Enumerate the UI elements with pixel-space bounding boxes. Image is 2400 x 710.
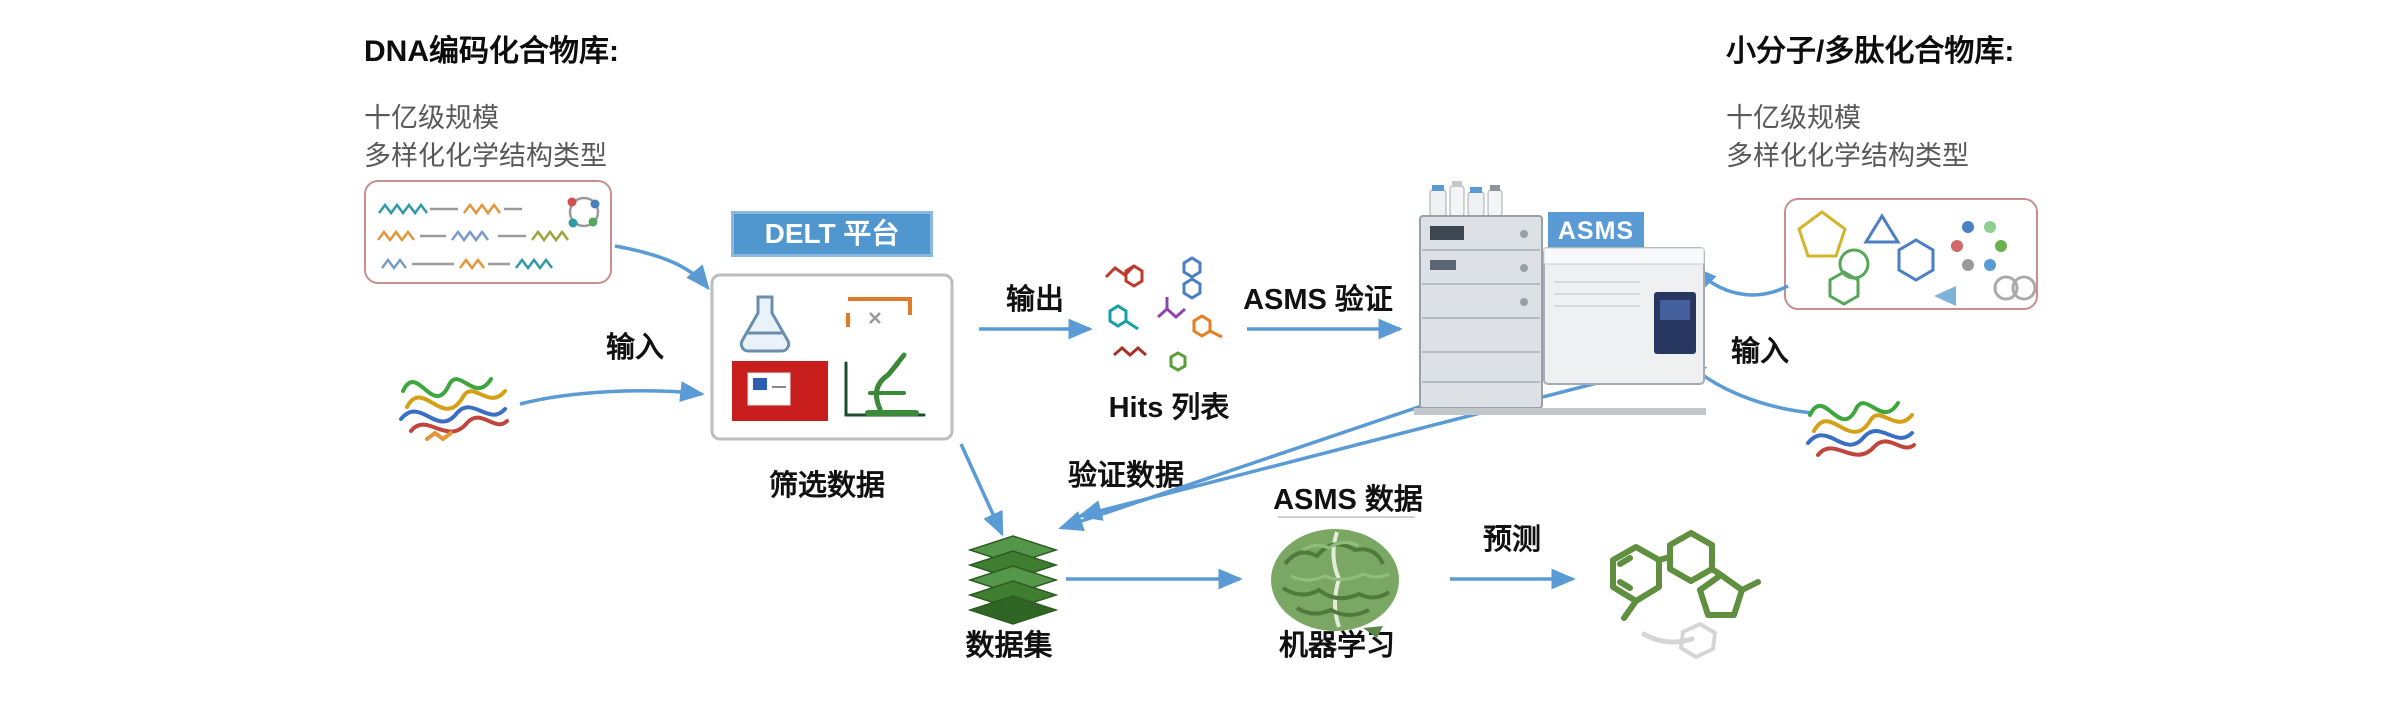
predicted-molecule-icon	[1610, 530, 1761, 659]
solvent-bottles-icon	[1429, 181, 1503, 217]
flow-arrows	[519, 244, 1814, 590]
hplc-tower-icon	[1419, 215, 1543, 409]
arrow-delt-to-dataset	[959, 443, 1004, 537]
delt-platform-box	[710, 273, 954, 441]
sample-mark-icon	[869, 312, 881, 324]
hits-list-label: Hits 列表	[1108, 392, 1230, 424]
microscope-icon	[844, 352, 926, 417]
hexagon-shape-blue	[1897, 238, 1935, 282]
arrow-protein-to-delt	[519, 381, 705, 406]
dataset-label: 数据集	[965, 630, 1053, 662]
arrow-asms-to-dataset-1	[1058, 393, 1455, 531]
dna-library-subtitle-2: 多样化化学结构类型	[364, 141, 607, 171]
molecule-shapes-illustration	[1797, 210, 2037, 306]
asms-instrument-label: ASMS	[1548, 212, 1644, 250]
hexagon-shape-green	[1828, 270, 1860, 306]
input-left-label: 输入	[605, 332, 664, 364]
linked-rings-icon	[1993, 275, 2037, 301]
hits-molecules-icon	[1104, 256, 1223, 372]
dna-library-subtitle-1: 十亿级规模	[364, 103, 499, 133]
molecule-library-subtitle-2: 多样化化学结构类型	[1726, 141, 1969, 171]
arrow-asms-to-dataset-2	[1077, 362, 1672, 521]
screening-data-label: 筛选数据	[768, 470, 885, 502]
delt-platform-header: DELT 平台	[731, 211, 933, 257]
mass-spec-body-icon	[1543, 247, 1705, 385]
molecule-library-subtitle-1: 十亿级规模	[1726, 103, 1861, 133]
arrow-molecule-library-to-asms	[1692, 265, 1789, 297]
asms-validation-label: ASMS 验证	[1243, 284, 1393, 316]
molecule-library-title: 小分子/多肽化合物库:	[1726, 35, 2015, 68]
macrocycle-dots	[1951, 221, 2007, 271]
instrument-icon-red	[732, 361, 828, 421]
asms-data-label: ASMS 数据	[1273, 484, 1423, 516]
dataset-icon	[967, 535, 1059, 625]
dna-library-illustration	[377, 196, 600, 271]
input-right-label: 输入	[1730, 336, 1789, 368]
frame-bracket-icon	[846, 297, 912, 327]
output-label: 输出	[1005, 284, 1064, 316]
validation-data-label: 验证数据	[1067, 460, 1184, 492]
bench-line	[1414, 408, 1706, 415]
dna-library-title: DNA编码化合物库:	[364, 35, 619, 68]
molecule-reflection	[1641, 622, 1717, 659]
plasmid-icon	[568, 196, 600, 228]
asms-instrument-illustration	[1414, 181, 1706, 415]
triangle-shape-filled	[1934, 286, 1956, 306]
flask-icon	[739, 295, 791, 353]
brain-icon	[1271, 529, 1399, 638]
protein-structure-icon-left	[399, 377, 509, 442]
prediction-label: 预测	[1482, 524, 1541, 556]
triangle-shape	[1863, 213, 1901, 244]
arrow-dna-library-to-delt	[614, 244, 710, 291]
pentagon-shape	[1797, 210, 1847, 258]
protein-structure-icon-right	[1806, 401, 1916, 457]
